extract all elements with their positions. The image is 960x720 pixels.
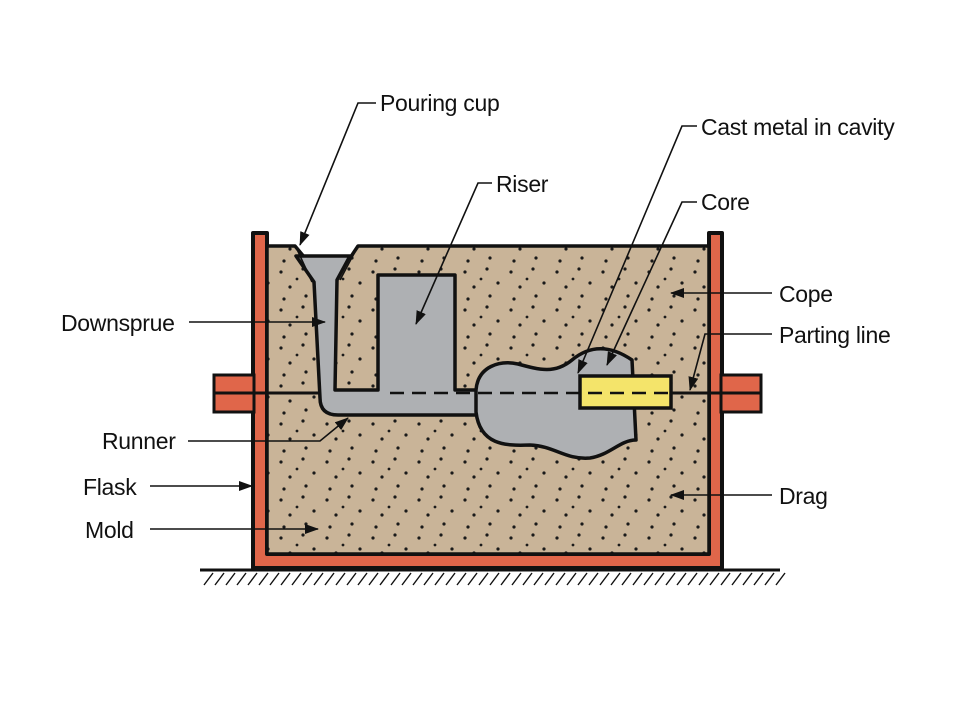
- ground-hatching: [203, 572, 786, 586]
- label-cast-metal: Cast metal in cavity: [701, 114, 895, 140]
- hatch-stroke: [577, 572, 588, 586]
- hatch-stroke: [346, 572, 357, 586]
- hatch-stroke: [555, 572, 566, 586]
- hatch-stroke: [401, 572, 412, 586]
- hatch-stroke: [731, 572, 742, 586]
- hatch-stroke: [236, 572, 247, 586]
- leader-runner: [188, 417, 349, 442]
- label-core: Core: [701, 189, 750, 215]
- label-riser: Riser: [496, 171, 549, 197]
- downsprue-and-runner: [294, 254, 484, 417]
- hatch-stroke: [764, 572, 775, 586]
- hatch-stroke: [500, 572, 511, 586]
- hatch-stroke: [665, 572, 676, 586]
- leader-cast-metal: [577, 125, 697, 374]
- hatch-stroke: [511, 572, 522, 586]
- label-pouring-cup: Pouring cup: [380, 90, 499, 116]
- hatch-stroke: [720, 572, 731, 586]
- hatch-stroke: [478, 572, 489, 586]
- hatch-stroke: [753, 572, 764, 586]
- hatch-stroke: [632, 572, 643, 586]
- hatch-stroke: [269, 572, 280, 586]
- hatch-stroke: [467, 572, 478, 586]
- hatch-stroke: [654, 572, 665, 586]
- hatch-stroke: [522, 572, 533, 586]
- label-drag: Drag: [779, 483, 828, 509]
- leader-riser: [415, 182, 492, 325]
- hatch-stroke: [566, 572, 577, 586]
- label-flask: Flask: [83, 474, 137, 500]
- leader-pouring-cup: [299, 102, 376, 246]
- hatch-stroke: [225, 572, 236, 586]
- label-cope: Cope: [779, 281, 833, 307]
- hatch-stroke: [368, 572, 379, 586]
- gating-system: [294, 245, 484, 417]
- leader-parting-line: [688, 333, 772, 391]
- ground: [200, 568, 786, 586]
- hatch-stroke: [379, 572, 390, 586]
- hatch-stroke: [533, 572, 544, 586]
- hatch-stroke: [709, 572, 720, 586]
- hatch-stroke: [412, 572, 423, 586]
- hatch-stroke: [247, 572, 258, 586]
- hatch-stroke: [324, 572, 335, 586]
- hatch-stroke: [742, 572, 753, 586]
- hatch-stroke: [390, 572, 401, 586]
- leader-core: [606, 201, 697, 366]
- hatch-stroke: [313, 572, 324, 586]
- hatch-stroke: [643, 572, 654, 586]
- hatch-stroke: [357, 572, 368, 586]
- hatch-stroke: [456, 572, 467, 586]
- hatch-stroke: [610, 572, 621, 586]
- hatch-stroke: [687, 572, 698, 586]
- hatch-stroke: [676, 572, 687, 586]
- label-parting-line: Parting line: [779, 322, 890, 348]
- hatch-stroke: [214, 572, 225, 586]
- label-mold: Mold: [85, 517, 134, 543]
- labels: Pouring cup Riser Cast metal in cavity C…: [61, 90, 895, 543]
- hatch-stroke: [335, 572, 346, 586]
- hatch-stroke: [302, 572, 313, 586]
- hatch-stroke: [280, 572, 291, 586]
- hatch-stroke: [698, 572, 709, 586]
- label-downsprue: Downsprue: [61, 310, 175, 336]
- hatch-stroke: [258, 572, 269, 586]
- hatch-stroke: [599, 572, 610, 586]
- hatch-stroke: [423, 572, 434, 586]
- hatch-stroke: [434, 572, 445, 586]
- hatch-stroke: [775, 572, 786, 586]
- hatch-stroke: [203, 572, 214, 586]
- hatch-stroke: [544, 572, 555, 586]
- hatch-stroke: [588, 572, 599, 586]
- hatch-stroke: [621, 572, 632, 586]
- leader-lines: [150, 102, 772, 534]
- hatch-stroke: [291, 572, 302, 586]
- hatch-stroke: [489, 572, 500, 586]
- hatch-stroke: [445, 572, 456, 586]
- label-runner: Runner: [102, 428, 176, 454]
